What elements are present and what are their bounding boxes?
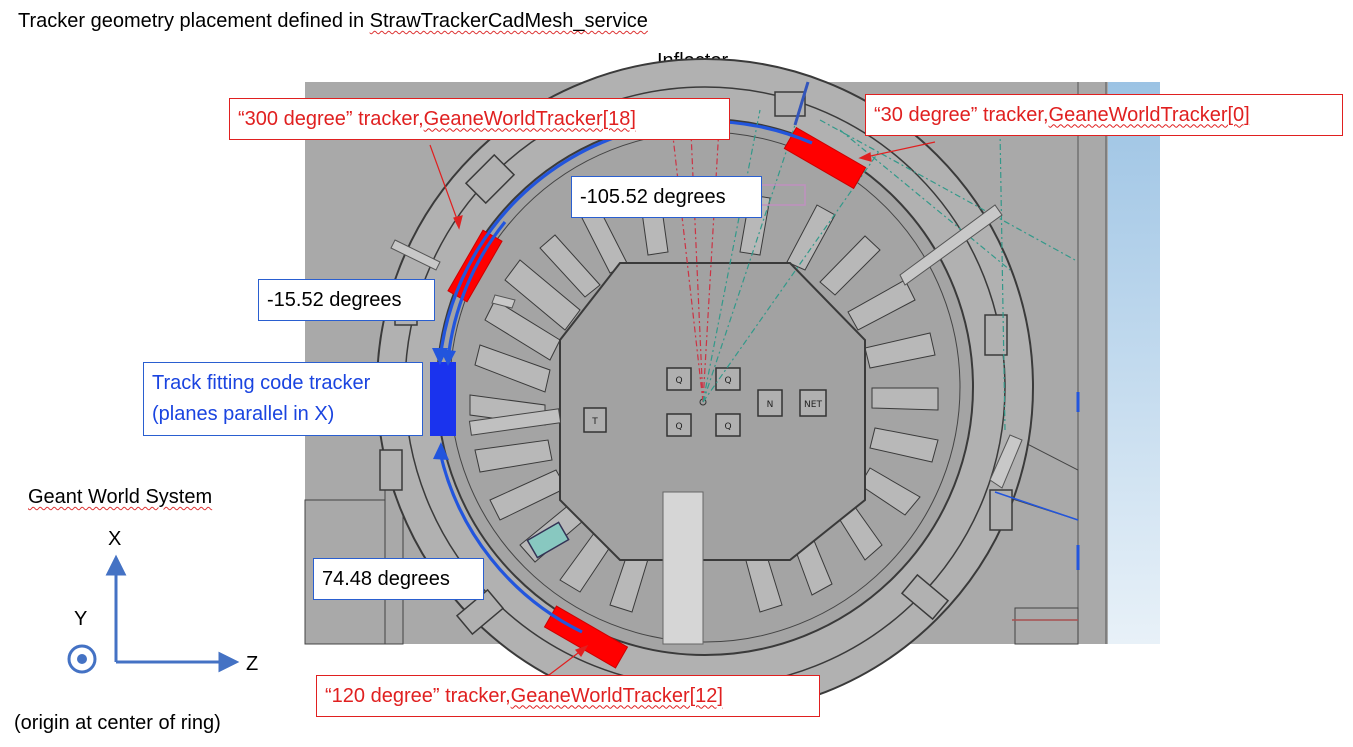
- track-fitting-line1: Track fitting code tracker: [152, 372, 371, 394]
- track-fitting-label: Track fitting code tracker (planes paral…: [143, 362, 423, 436]
- coord-system-title: Geant World System: [28, 486, 213, 508]
- tracker-30-label: “30 degree” tracker, GeaneWorldTracker[0…: [865, 94, 1343, 136]
- svg-text:N: N: [767, 400, 774, 410]
- angle-label-2: -15.52 degrees: [258, 279, 435, 321]
- tracker-300-label: “300 degree” tracker, GeaneWorldTracker[…: [229, 98, 730, 140]
- svg-text:Q: Q: [724, 422, 731, 432]
- svg-text:T: T: [591, 417, 598, 427]
- svg-text:Q: Q: [675, 376, 682, 386]
- svg-text:Q: Q: [724, 376, 731, 386]
- z-axis-label: Z: [246, 653, 259, 675]
- x-axis-label: X: [108, 528, 122, 550]
- track-fitting-line2: (planes parallel in X): [152, 403, 335, 425]
- y-axis-label: Y: [74, 608, 88, 630]
- page-title: Tracker geometry placement defined in St…: [18, 10, 648, 32]
- angle-label-3: 74.48 degrees: [313, 558, 484, 600]
- svg-text:NET: NET: [804, 400, 822, 410]
- svg-text:Q: Q: [675, 422, 682, 432]
- angle-label-1: -105.52 degrees: [571, 176, 762, 218]
- tracker-120-label: “120 degree” tracker, GeaneWorldTracker[…: [316, 675, 820, 717]
- origin-note: (origin at center of ring): [14, 712, 221, 734]
